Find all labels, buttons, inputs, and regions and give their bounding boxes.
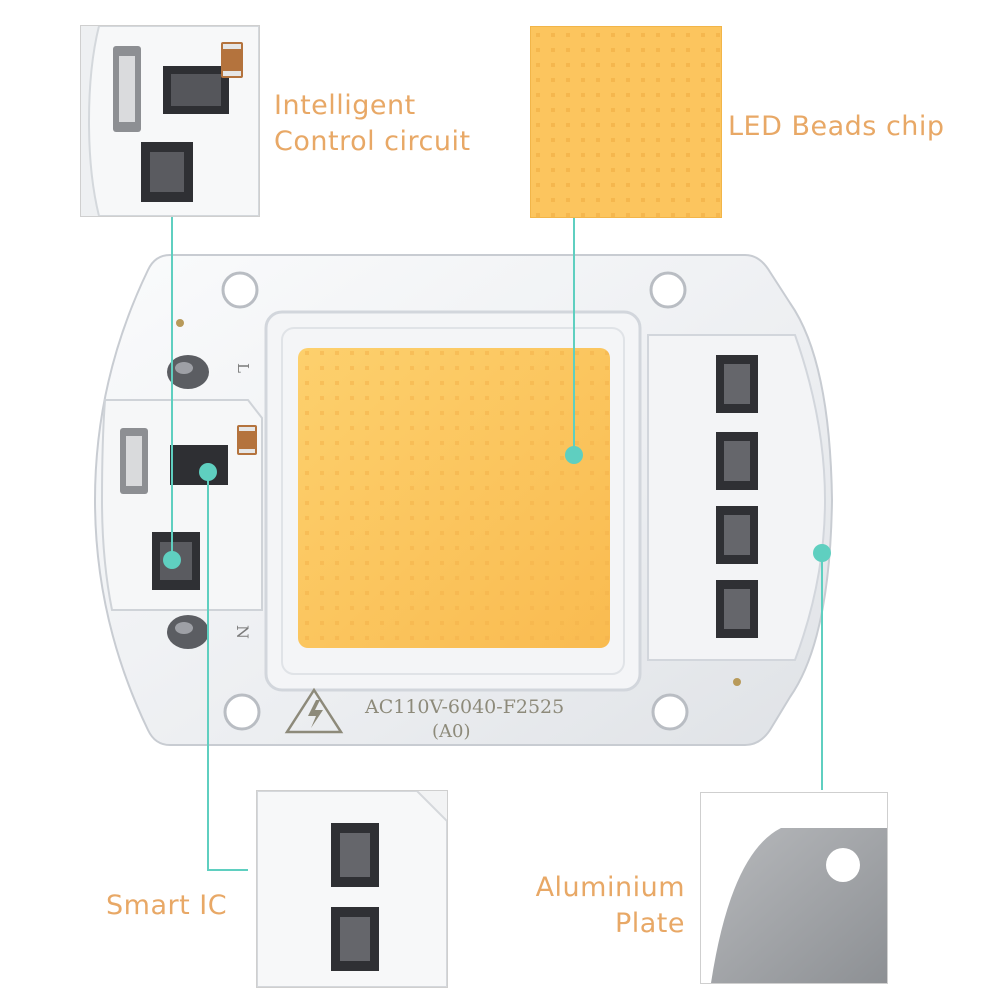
inset-led-beads-chip (530, 26, 722, 218)
label-control-circuit-line1: Intelligent (274, 90, 416, 121)
aluminium-edge (711, 828, 887, 983)
mounting-hole (223, 693, 261, 731)
capacitor (221, 42, 243, 78)
callout-dot-smart-ic (199, 463, 217, 481)
mounting-hole (826, 848, 860, 882)
mounting-hole (649, 271, 687, 309)
right-driver-module (647, 334, 827, 661)
fiducial-dot (176, 319, 184, 327)
label-aluminium-plate: Aluminium Plate (530, 870, 685, 942)
label-control-circuit: Intelligent Control circuit (274, 88, 471, 160)
pin-label-n: N (233, 625, 252, 639)
fiducial-dot (733, 678, 741, 686)
callout-dot-led-chip (565, 446, 583, 464)
capacitor (237, 425, 257, 455)
callout-dot-control-circuit (163, 551, 181, 569)
callout-dot-aluminium (813, 544, 831, 562)
callout-connectors (171, 215, 823, 871)
pin-label-l: L (234, 363, 252, 373)
board-revision-text: (A0) (432, 721, 471, 742)
inset-aluminium-plate (700, 792, 888, 984)
label-led-beads-chip: LED Beads chip (728, 111, 945, 142)
label-control-circuit-line2: Control circuit (274, 126, 471, 157)
control-ic-chip (170, 445, 228, 485)
inset-control-circuit (80, 25, 260, 217)
label-aluminium-line1: Aluminium (535, 872, 685, 903)
label-aluminium-line2: Plate (614, 908, 685, 939)
mounting-hole (651, 693, 689, 731)
mounting-hole (221, 271, 259, 309)
high-voltage-warning-icon (284, 687, 344, 734)
inset-smart-ic (256, 790, 448, 988)
label-smart-ic: Smart IC (106, 890, 228, 921)
board-model-text: AC110V-6040-F2525 (364, 696, 564, 718)
